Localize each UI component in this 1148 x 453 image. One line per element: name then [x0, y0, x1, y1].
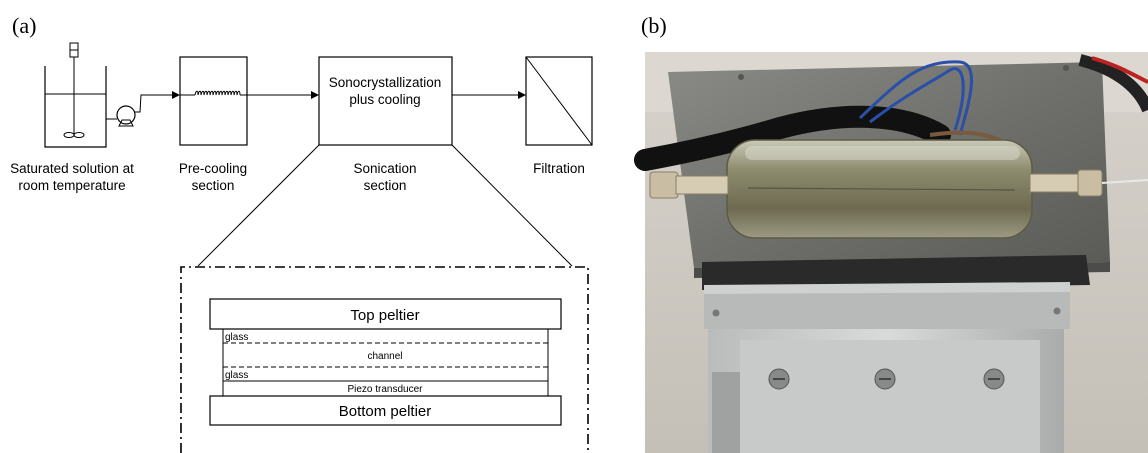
top-peltier-label: Top peltier [350, 307, 419, 324]
step-1-label-line1: Saturated solution at [10, 161, 134, 176]
pre-cooling-box [179, 56, 248, 146]
pump-icon [106, 91, 180, 127]
stirred-tank-icon [44, 42, 107, 148]
step-3-label-line2: section [364, 178, 407, 193]
layer-stack: Top peltier glass channel glass Piezo tr… [209, 298, 562, 426]
panel-a-label: (a) [12, 13, 36, 38]
top-peltier [209, 298, 562, 330]
zoom-line-right [451, 144, 573, 267]
device-photo [634, 52, 1148, 453]
bottom-peltier [209, 395, 562, 426]
step-1-label-line2: room temperature [18, 178, 125, 193]
zoom-line-left [197, 144, 320, 267]
panel-b-label: (b) [641, 13, 667, 38]
step-3-label-line1: Sonication [353, 161, 416, 176]
step-2-label-line2: section [192, 178, 235, 193]
filter-diagonal [525, 56, 593, 146]
bottom-peltier-label: Bottom peltier [339, 403, 432, 420]
channel-label: channel [367, 351, 402, 362]
sonication-box-line1: Sonocrystallization [329, 75, 442, 90]
glass-bottom-label: glass [225, 370, 248, 381]
glass-top-label: glass [225, 332, 248, 343]
step-2-label-line1: Pre-cooling [179, 161, 247, 176]
piezo-label: Piezo transducer [347, 384, 423, 395]
sonication-box-line2: plus cooling [349, 92, 420, 107]
zoom-frame [180, 266, 589, 453]
sonication-box [318, 56, 453, 146]
coil-icon [180, 90, 247, 96]
step-4-label: Filtration [533, 161, 585, 176]
